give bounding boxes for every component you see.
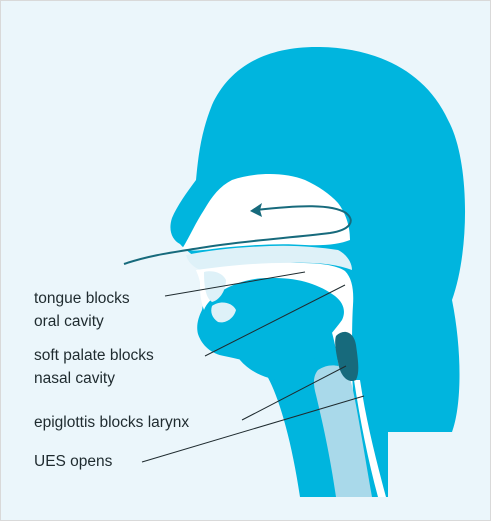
epiglottis-label: epiglottis blocks larynx bbox=[34, 411, 189, 434]
soft-palate-label: soft palate blocks nasal cavity bbox=[34, 344, 154, 390]
ues-label: UES opens bbox=[34, 450, 112, 473]
tongue-label: tongue blocks oral cavity bbox=[34, 287, 130, 333]
